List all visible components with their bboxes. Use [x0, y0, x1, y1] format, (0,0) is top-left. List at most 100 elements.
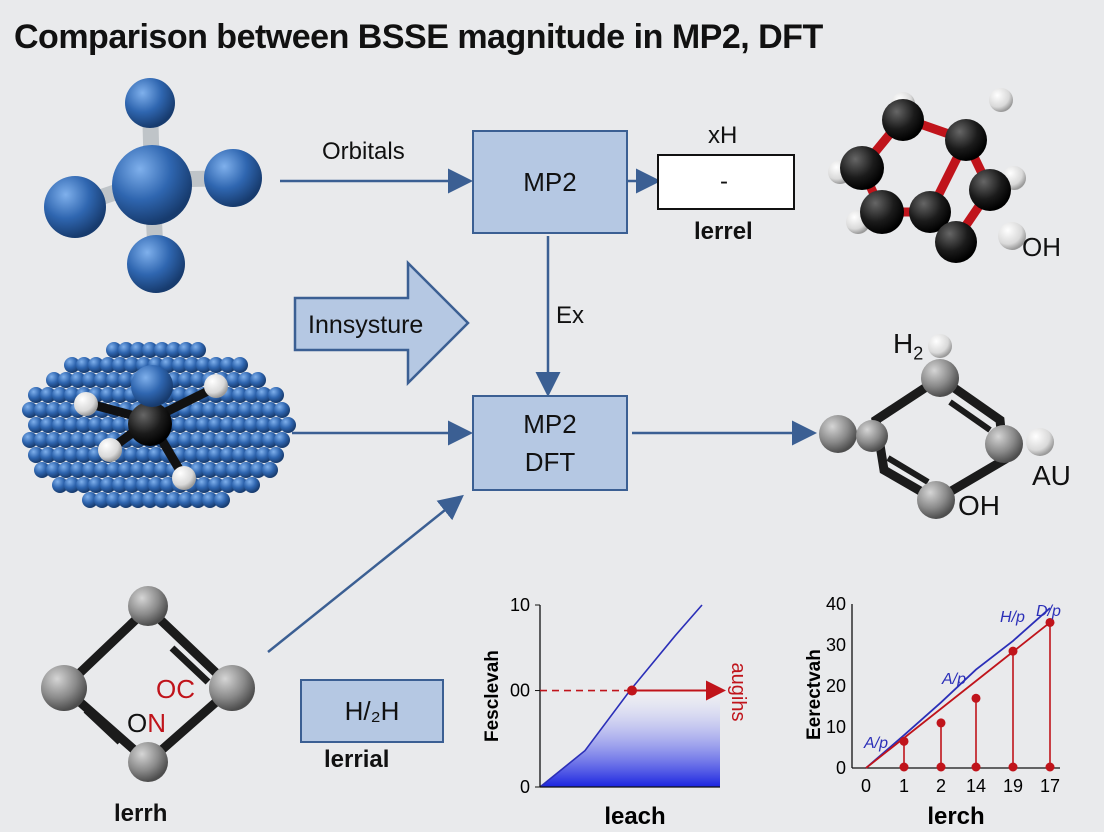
zeolite-atom: [280, 417, 296, 433]
zeolite-atom: [154, 492, 170, 508]
zeolite-atom: [64, 417, 80, 433]
label-ex: Ex: [556, 302, 585, 329]
zeolite-atom: [94, 492, 110, 508]
zeolite-atom: [76, 447, 92, 463]
cage-molecule: [828, 88, 1026, 263]
zeolite-atom: [118, 462, 134, 478]
zeolite-atom: [100, 417, 116, 433]
zeolite-atom: [196, 477, 212, 493]
innsysture-block-arrow: [293, 259, 470, 387]
zeolite-atom: [76, 477, 92, 493]
zeolite-atom: [196, 357, 212, 373]
zeolite-atom: [154, 462, 170, 478]
zeolite-atom: [100, 387, 116, 403]
zeolite-atom: [226, 372, 242, 388]
zeolite-center-atom: [128, 402, 172, 446]
zeolite-atom: [244, 417, 260, 433]
zeolite-atom: [160, 477, 176, 493]
zeolite-atom: [220, 447, 236, 463]
zeolite-atom: [118, 342, 134, 358]
zeolite-atom: [256, 447, 272, 463]
chart2-label-dp: D/p: [1036, 603, 1061, 620]
zeolite-atom: [130, 462, 146, 478]
zeolite-atom: [208, 417, 224, 433]
mp2-dft-box-line1: MP2: [523, 409, 577, 439]
zeolite-atom: [118, 492, 134, 508]
zeolite-atom: [184, 417, 200, 433]
zeolite-atom: [226, 462, 242, 478]
zeolite-atom: [106, 372, 122, 388]
zeolite-atom: [112, 417, 128, 433]
zeolite-atom: [136, 477, 152, 493]
zeolite-atom: [244, 477, 260, 493]
result-box: [657, 154, 795, 210]
mp2-dft-box-line2: DFT: [524, 447, 576, 477]
page-title: Comparison between BSSE magnitude in MP2…: [14, 18, 823, 56]
zeolite-atom: [232, 447, 248, 463]
zeolite-atom: [262, 402, 278, 418]
chart2-label-axp: A/p: [863, 735, 888, 752]
zeolite-atom: [238, 372, 254, 388]
zeolite-atom: [184, 357, 200, 373]
zeolite-atom: [154, 342, 170, 358]
zeolite-atom: [202, 402, 218, 418]
zeolite-atom: [52, 387, 68, 403]
chart1-x-axis-label: leach: [604, 803, 665, 830]
zeolite-atom: [136, 447, 152, 463]
chart2-y-tick-label: 20: [826, 676, 846, 696]
zeolite-atom: [124, 477, 140, 493]
zeolite-h-atom: [172, 466, 196, 490]
chart2-stem-base: [899, 762, 909, 772]
zeolite-atom: [190, 432, 206, 448]
chart2-stem-base: [1008, 762, 1018, 772]
zeolite-atom: [190, 402, 206, 418]
zeolite-atom: [130, 342, 146, 358]
label-on-n: N: [147, 708, 167, 738]
zeolite-atom: [220, 417, 236, 433]
zeolite-atom: [76, 417, 92, 433]
chart1-y-tick-label: 10: [510, 595, 530, 615]
zeolite-atom: [274, 432, 290, 448]
chart2-x-tick-label: 14: [966, 776, 986, 796]
zeolite-atom: [190, 492, 206, 508]
chart1-y-tick-label: 00: [510, 681, 530, 701]
label-lerrel: lerrel: [694, 218, 753, 245]
zeolite-atom: [118, 372, 134, 388]
zeolite-atom: [172, 417, 188, 433]
chart1-y-axis-label: Fesclevah: [482, 650, 503, 742]
innsysture-label: Innsysture: [308, 311, 424, 339]
zeolite-atom: [226, 432, 242, 448]
zeolite-atom: [64, 357, 80, 373]
zeolite-atom: [244, 447, 260, 463]
ring-molecule-left: [41, 586, 255, 782]
zeolite-atom: [166, 342, 182, 358]
zeolite-atom: [40, 417, 56, 433]
zeolite-atom: [250, 462, 266, 478]
h2h-box-label: H/₂H: [344, 696, 400, 726]
label-on: ON: [127, 708, 166, 739]
chart2-x-axis-label: lerch: [927, 803, 984, 830]
mp2-dft-box: MP2 DFT: [472, 395, 628, 491]
zeolite-atom: [58, 402, 74, 418]
zeolite-atom: [202, 432, 218, 448]
chart2-x-tick-label: 17: [1040, 776, 1060, 796]
zeolite-atom: [46, 432, 62, 448]
zeolite-atom: [34, 402, 50, 418]
zeolite-atom: [268, 417, 284, 433]
chart2-x-tick-label: 19: [1003, 776, 1023, 796]
zeolite-atom: [220, 477, 236, 493]
zeolite-atom: [34, 432, 50, 448]
ring-molecule-right: [819, 334, 1054, 519]
zeolite-atom: [58, 462, 74, 478]
chart2-y-tick-label: 30: [826, 635, 846, 655]
zeolite-atom: [112, 477, 128, 493]
zeolite-atom: [106, 492, 122, 508]
zeolite-atom: [100, 477, 116, 493]
zeolite-atom: [178, 432, 194, 448]
zeolite-atom: [196, 447, 212, 463]
zeolite-h-atom: [98, 438, 122, 462]
chart2-stem-top: [1045, 617, 1055, 627]
label-au: AU: [1032, 460, 1071, 491]
tetrahedral-molecule: [44, 78, 262, 293]
